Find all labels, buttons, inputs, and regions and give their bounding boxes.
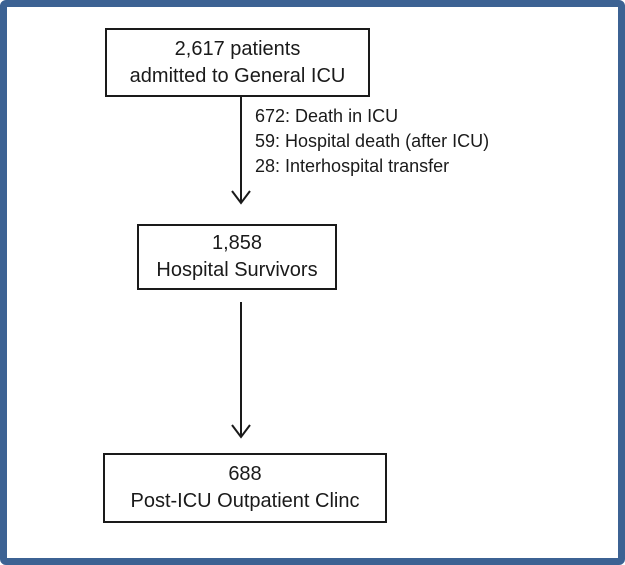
exclusion-annotations: 672: Death in ICU 59: Hospital death (af…: [255, 104, 489, 179]
node-line: 1,858: [211, 232, 263, 254]
node-icu-admissions: 2,617 patients admitted to General ICU: [105, 28, 370, 97]
annotation-line: 28: Interhospital transfer: [255, 156, 450, 176]
node-line: 688: [228, 463, 262, 485]
node-line: admitted to General ICU: [129, 64, 346, 87]
node-line: 2,617 patients: [174, 37, 301, 60]
annotation-line: 672: Death in ICU: [255, 106, 399, 126]
node-line: Post-ICU Outpatient Clinc: [130, 490, 360, 512]
down-arrow-1: [231, 97, 251, 205]
annotation-line: 59: Hospital death (after ICU): [255, 131, 490, 151]
node-hospital-survivors: 1,858 Hospital Survivors: [137, 224, 337, 290]
node-post-icu-clinic: 688 Post-ICU Outpatient Clinc: [103, 453, 387, 523]
node-line: Hospital Survivors: [156, 259, 318, 281]
down-arrow-2: [231, 302, 251, 439]
